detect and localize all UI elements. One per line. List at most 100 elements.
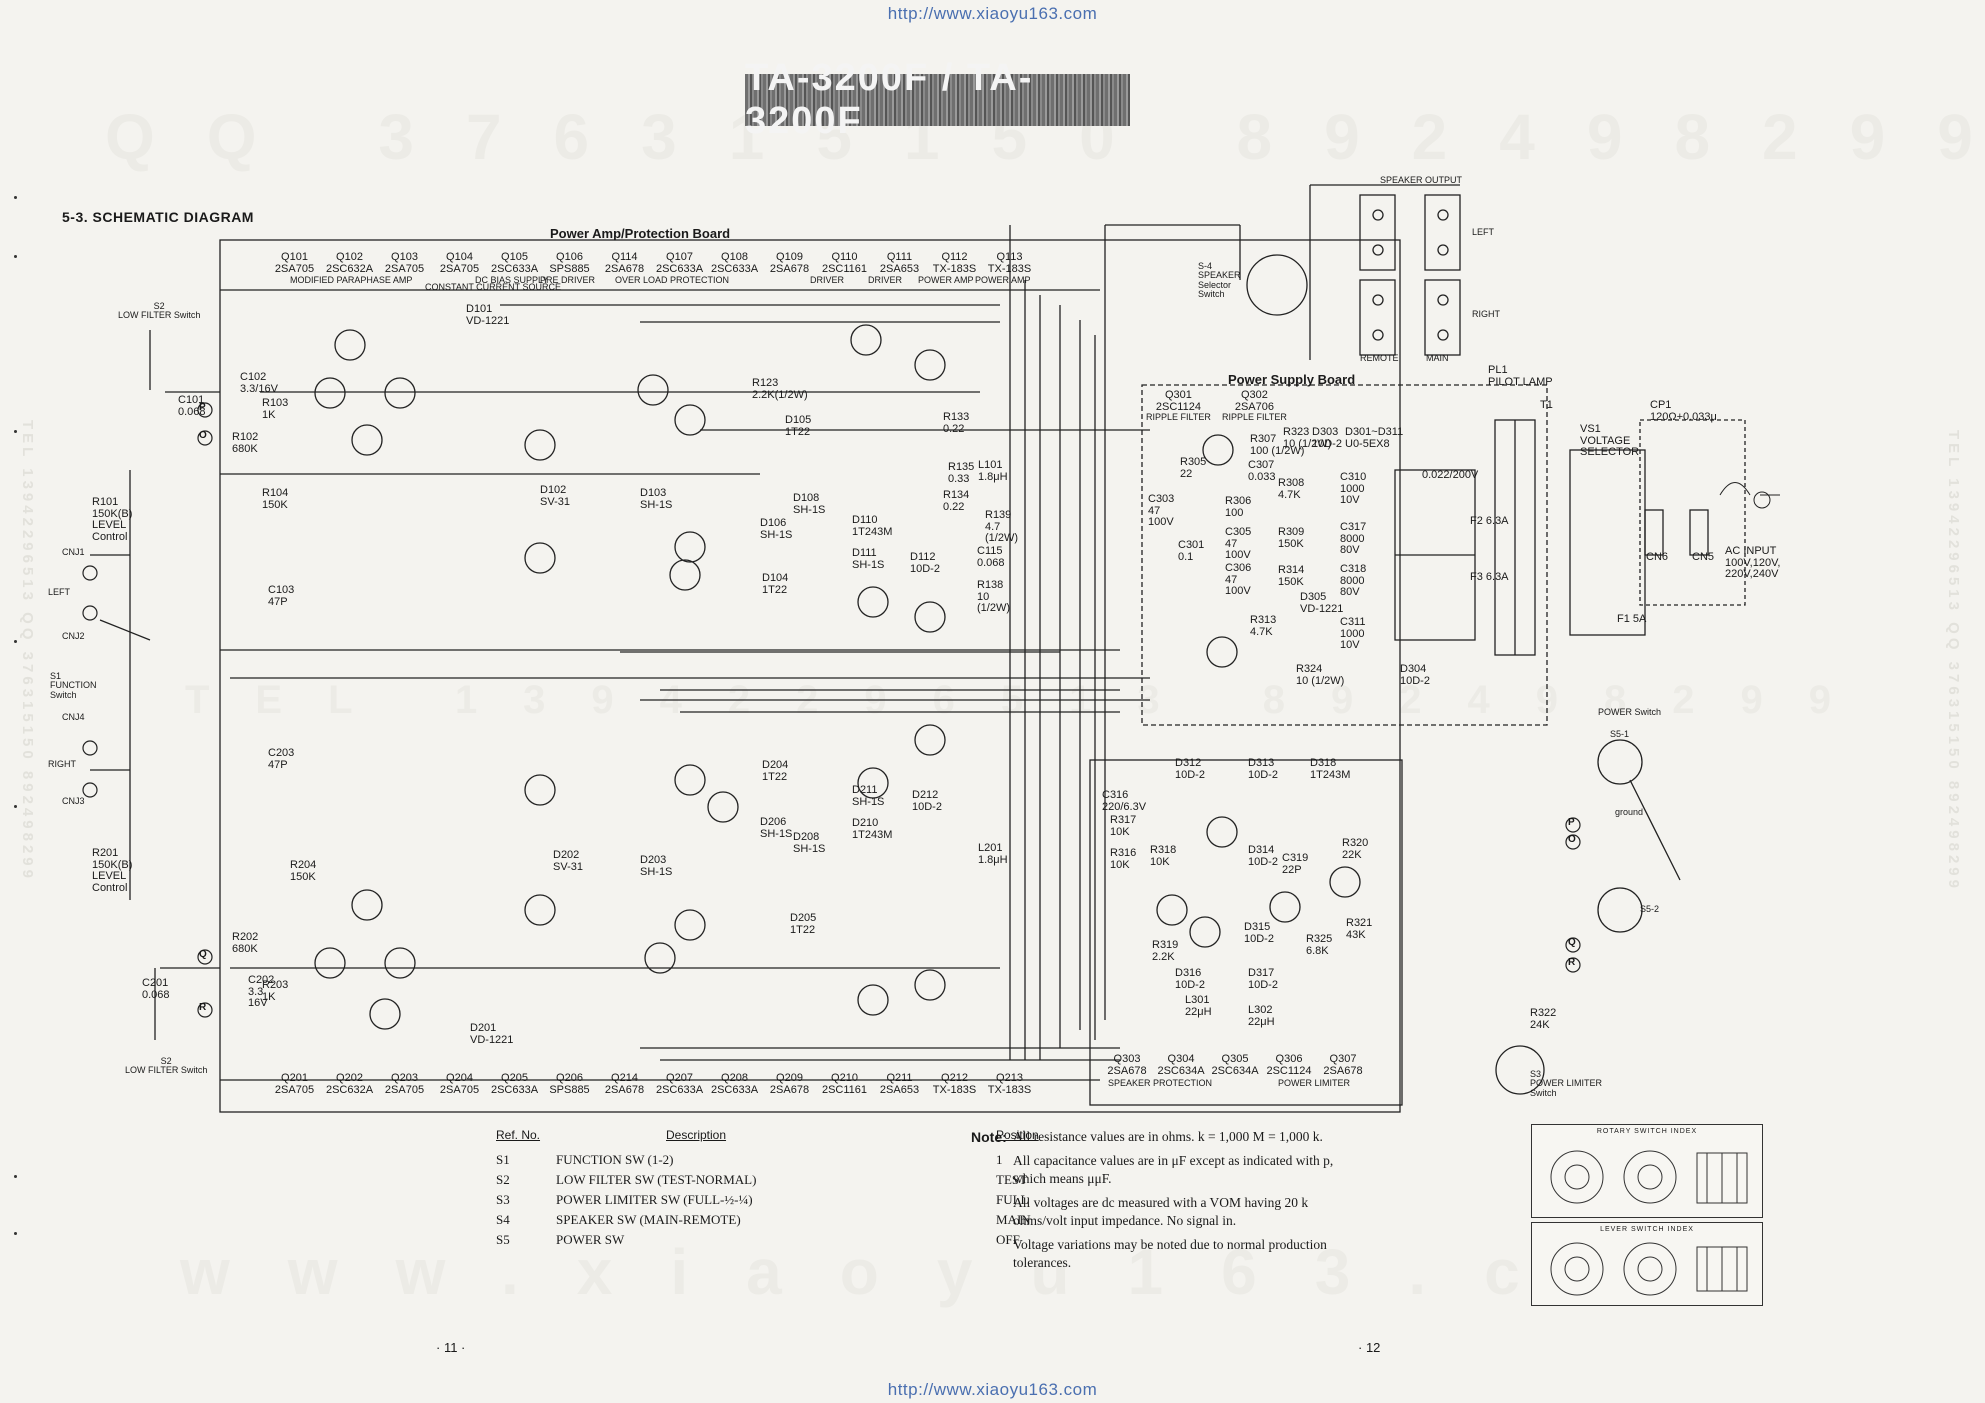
- cell-ref: S4: [496, 1212, 510, 1227]
- page-number-left: · 11 ·: [436, 1340, 466, 1355]
- label-l301: L301 22μH: [1185, 994, 1212, 1018]
- transistor-part: 2SA705: [384, 262, 425, 275]
- transistor-part: 2SA705: [439, 1083, 480, 1096]
- label-f2: F2 6.3A: [1470, 515, 1509, 527]
- label-r103: R103 1K: [262, 397, 289, 421]
- label-d101: D101 VD-1221: [466, 303, 510, 327]
- label-c318: C318 8000 80V: [1340, 563, 1367, 599]
- cell-pos: OFF: [996, 1232, 1020, 1247]
- label-r324: R324 10 (1/2W): [1296, 663, 1345, 687]
- label-r319: R319 2.2K: [1152, 939, 1179, 963]
- lever-switch-index: LEVER SWITCH INDEX: [1531, 1222, 1763, 1306]
- cell-desc: LOW FILTER SW (TEST-NORMAL): [556, 1172, 757, 1187]
- transistor-part: 2SA653: [879, 262, 920, 275]
- label-d315: D315 10D-2: [1244, 921, 1274, 945]
- transistor-part: 2SC632A: [325, 1083, 374, 1096]
- terminal-r-marker: R: [199, 1002, 207, 1013]
- table-row: S3 POWER LIMITER SW (FULL-½-¼) FULL: [470, 1190, 1076, 1210]
- label-r203: R203 1K: [262, 979, 289, 1003]
- transistor-part: 2SC1124: [1266, 1064, 1312, 1077]
- source-url-top[interactable]: http://www.xiaoyu163.com: [887, 4, 1098, 23]
- cell-ref: S5: [496, 1232, 510, 1247]
- col-position: Position: [996, 1128, 1039, 1142]
- transistor-ref: Q104: [446, 251, 473, 263]
- label-d110: D110 1T243M: [852, 514, 893, 538]
- transistor-part: 2SA678: [769, 262, 810, 275]
- input-left-label: LEFT: [48, 587, 71, 597]
- transistor-ref: Q109: [776, 251, 803, 263]
- label-r104: R104 150K: [262, 487, 289, 511]
- label-c103: C103 47P: [268, 584, 295, 608]
- transistor-ref: Q207: [666, 1072, 693, 1084]
- label-r323: R323 10 (1/2W): [1283, 426, 1332, 450]
- section-title: 5-3. SCHEMATIC DIAGRAM: [62, 209, 254, 225]
- label-vs1: VS1 VOLTAGE SELECTOR: [1580, 423, 1640, 459]
- page-number-right: · 12: [1358, 1340, 1381, 1355]
- transistor-role: RIPPLE FILTER: [1222, 412, 1287, 423]
- label-r201: R201 150K(B) LEVEL Control: [92, 847, 133, 894]
- transistor-ref: Q102: [336, 251, 363, 263]
- label-d314: D314 10D-2: [1248, 844, 1278, 868]
- label-c306: C306 47 100V: [1225, 562, 1252, 598]
- table-row: S4 SPEAKER SW (MAIN-REMOTE) MAIN: [470, 1210, 1076, 1230]
- rotary-index-title: ROTARY SWITCH INDEX: [1596, 1128, 1698, 1135]
- label-r320: R320 22K: [1342, 837, 1369, 861]
- stage-label: POWER LIMITER: [1278, 1078, 1351, 1088]
- cell-pos: 1: [996, 1152, 1003, 1167]
- cell-pos: FULL: [996, 1192, 1029, 1207]
- transistor-role: RIPPLE FILTER: [1146, 412, 1211, 423]
- supply-transistor: Q301 2SC1124 RIPPLE FILTER: [1146, 389, 1211, 423]
- transistor-part: 2SC1124: [1155, 400, 1201, 413]
- transistor-ref: Q301: [1164, 389, 1192, 401]
- margin-bullet: [14, 255, 17, 258]
- transistor-ref: Q210: [831, 1072, 858, 1084]
- switch-s4: S-4 SPEAKER Selector Switch: [1198, 261, 1241, 300]
- label-r307: R307 100 (1/2W): [1250, 433, 1305, 457]
- power-amp-board-title: Power Amp/Protection Board: [550, 226, 731, 241]
- supply-transistor: Q302 2SA706 RIPPLE FILTER: [1222, 389, 1287, 423]
- label-c316: C316 220/6.3V: [1102, 789, 1147, 813]
- label-d318: D318 1T243M: [1310, 757, 1351, 781]
- transistor-ref: Q305: [1221, 1053, 1249, 1065]
- margin-bullet: [14, 1232, 17, 1235]
- label-d313: D313 10D-2: [1248, 757, 1278, 781]
- transistor-ref: Q206: [556, 1072, 583, 1084]
- transistor-part: 2SA678: [1323, 1064, 1363, 1077]
- terminal-p-marker: P: [199, 402, 206, 413]
- transistor-part: 2SC632A: [325, 262, 374, 275]
- transistor-part: TX-183S: [987, 1083, 1032, 1096]
- margin-bullet: [14, 430, 17, 433]
- source-url-bottom[interactable]: http://www.xiaoyu163.com: [887, 1380, 1098, 1399]
- label-c310: C310 1000 10V: [1340, 471, 1367, 507]
- switch-s5-title: POWER Switch: [1598, 707, 1662, 717]
- label-r317: R317 10K: [1110, 814, 1137, 838]
- transistor-ref: Q203: [391, 1072, 418, 1084]
- label-r325: R325 6.8K: [1306, 933, 1333, 957]
- table-row: S1 FUNCTION SW (1-2) 1: [470, 1150, 1076, 1170]
- transistor-ref: Q212: [941, 1072, 968, 1084]
- label-d208: D208 SH-1S: [793, 831, 826, 855]
- terminal-o-marker: O: [199, 430, 207, 441]
- label-c101: C101 0.068: [178, 394, 206, 418]
- transistor-part: TX-183S: [987, 262, 1032, 275]
- transistor-ref: Q201: [281, 1072, 308, 1084]
- transistor-ref: Q105: [501, 251, 528, 263]
- label-d312: D312 10D-2: [1175, 757, 1205, 781]
- transistor-ref: Q208: [721, 1072, 748, 1084]
- transistor-part: 2SA678: [1107, 1064, 1147, 1077]
- transistor-ref: Q303: [1113, 1053, 1141, 1065]
- label-pl1: PL1 PILOT LAMP: [1488, 364, 1553, 388]
- table-row: S5 POWER SW OFF: [470, 1230, 1076, 1250]
- label-c307: C307 0.033: [1248, 459, 1276, 483]
- label-d203: D203 SH-1S: [640, 854, 673, 878]
- cell-pos: MAIN: [996, 1212, 1031, 1227]
